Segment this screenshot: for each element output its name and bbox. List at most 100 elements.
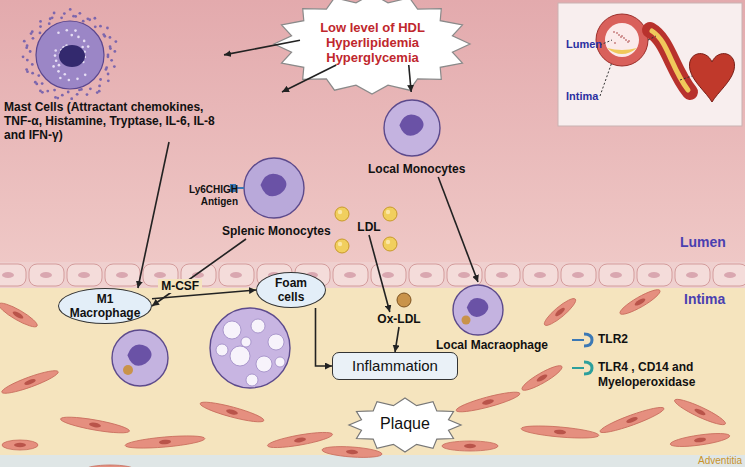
lipid-droplet: [246, 374, 258, 386]
smooth-muscle-cell: [322, 445, 383, 459]
granule: [81, 46, 84, 49]
endothelial-cell: [333, 264, 368, 286]
smooth-muscle-cell: [670, 431, 731, 449]
m1-macrophage-cell-nucleus: [127, 345, 151, 366]
endothelial-cell: [105, 264, 140, 286]
granule: [105, 68, 108, 71]
granule: [70, 34, 73, 37]
lumen-dot: [613, 31, 615, 33]
granule: [74, 15, 77, 18]
splenic-monocyte-cell-nucleus: [261, 174, 287, 197]
endothelial-nucleus: [230, 272, 242, 278]
granule: [52, 65, 55, 68]
mast-cell-nucleus: [59, 45, 85, 67]
lipid-droplet: [216, 344, 228, 356]
granule: [96, 91, 99, 94]
process-box: Inflammation: [332, 352, 458, 380]
smooth-muscle-body: [455, 389, 521, 416]
label-text: Intima: [684, 291, 740, 307]
granule: [26, 59, 29, 62]
cell-group: LDL: [354, 220, 384, 235]
smooth-muscle-cell: [673, 396, 728, 429]
granule: [99, 78, 102, 81]
lumen-dot: [627, 41, 629, 43]
granule: [31, 72, 34, 75]
smooth-muscle-cell: [598, 404, 665, 437]
cell-group: Splenic Monocytes: [222, 92, 342, 239]
label-text: Intima: [566, 90, 606, 102]
granule: [55, 59, 58, 62]
mast-cell: [36, 21, 104, 89]
edge-label: M-CSF: [158, 279, 202, 293]
endothelial-cell: [675, 264, 710, 286]
endothelial-nucleus: [154, 272, 166, 278]
ldl-particle: [383, 207, 397, 221]
lipid-droplet: [251, 319, 265, 333]
granule: [99, 25, 102, 28]
label-text: TLR2: [598, 332, 658, 346]
arrow-connector: [282, 65, 336, 92]
arrow-connector: [395, 327, 399, 352]
smooth-muscle-body: [322, 445, 383, 459]
leader-line: [648, 36, 656, 40]
lipid-droplet: [230, 346, 250, 366]
granule: [54, 49, 57, 52]
endothelial-nucleus: [496, 272, 508, 278]
smooth-muscle-body: [2, 440, 38, 450]
endothelium-band: [0, 262, 745, 288]
endothelial-nucleus: [724, 272, 736, 278]
granule: [39, 31, 42, 34]
smooth-muscle-body: [60, 414, 131, 436]
granule: [51, 16, 54, 19]
receptor-stem: [572, 367, 584, 369]
artery-plaque: [607, 48, 637, 54]
endothelial-cell: [67, 264, 102, 286]
leader-line: [680, 76, 692, 80]
lumen-region: [0, 0, 745, 264]
granule: [83, 40, 86, 43]
smooth-muscle-nucleus: [464, 444, 476, 448]
granule: [59, 77, 62, 80]
smooth-muscle-nucleus: [634, 297, 647, 307]
granule: [113, 50, 116, 53]
granule: [60, 16, 63, 19]
granule: [88, 18, 91, 21]
ldl-core: [386, 210, 390, 214]
label-text: Lumen: [566, 38, 606, 50]
arrow-connector: [224, 40, 300, 55]
foam-cell: [210, 308, 290, 388]
granule: [86, 93, 89, 96]
label-text: Adventitia: [690, 455, 742, 467]
granule: [61, 94, 64, 97]
granule: [39, 90, 42, 93]
granule: [39, 25, 42, 28]
granule: [109, 36, 112, 39]
smooth-muscle-body: [199, 399, 265, 426]
lumen-dot: [614, 42, 616, 44]
endothelial-cell: [637, 264, 672, 286]
risk-starburst: [274, 0, 470, 94]
node-text: Ox-LDL: [376, 312, 422, 327]
lumen-dot: [623, 37, 625, 39]
smooth-muscle-body: [0, 367, 60, 397]
granule: [22, 55, 25, 58]
arrow-connector: [409, 65, 411, 92]
endothelial-nucleus: [458, 272, 470, 278]
granule: [94, 25, 97, 28]
m1-macrophage-cell: [112, 330, 168, 386]
artery-wall: [596, 14, 648, 66]
lumen-dot: [621, 35, 623, 37]
smooth-muscle-body: [85, 465, 135, 467]
endothelial-cell: [599, 264, 634, 286]
receptor-head: [584, 362, 592, 374]
smooth-muscle-cell: [541, 295, 578, 328]
lumen-dot: [625, 39, 627, 41]
granule: [87, 45, 90, 48]
granule: [113, 65, 116, 68]
smooth-muscle-nucleus: [554, 429, 566, 434]
endothelial-nucleus: [420, 272, 432, 278]
smooth-muscle-cell: [0, 300, 40, 331]
endothelial-cell: [0, 264, 26, 286]
receptor-head: [584, 334, 592, 346]
arrow-connector: [316, 308, 333, 366]
